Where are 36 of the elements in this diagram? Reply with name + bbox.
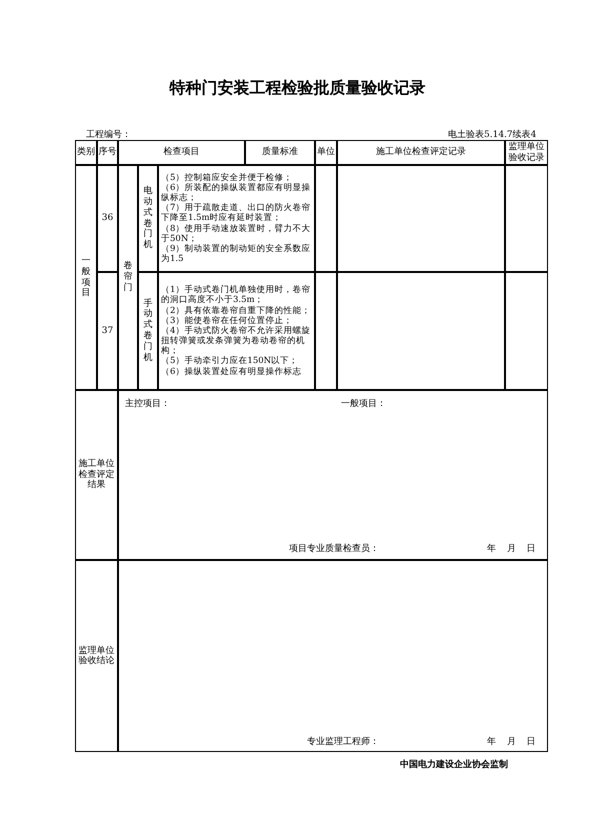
standard-text: （5）手动牵引力应在150N以下； — [161, 356, 300, 366]
column-header: 序号 — [98, 147, 116, 158]
field-label: 一般项目： — [341, 399, 386, 410]
column-header: 单位 — [317, 147, 335, 158]
standard-text: （3）能使卷帘在任何位置停止； — [161, 316, 294, 326]
section-label: 监理单位验收结论 — [78, 646, 116, 666]
publisher-note: 中国电力建设企业协会监制 — [400, 758, 508, 771]
column-header: 检查项目 — [164, 147, 200, 158]
column-header: 质量标准 — [262, 147, 298, 158]
signature-label: 项目专业质量检查员： — [289, 544, 379, 554]
signature-label: 专业监理工程师： — [307, 737, 379, 748]
column-header: 类别 — [77, 147, 95, 158]
standard-text: （9）制动装置的制动矩的安全系数应为1.5 — [161, 244, 312, 264]
date-field: 年 月 日 — [487, 737, 536, 748]
standard-text: （8）使用手动速放装置时，臂力不大于50N； — [161, 224, 312, 244]
standard-text: （6）所装配的操纵装置都应有明显操纵标志； — [161, 182, 312, 204]
standard-text: （7）用于疏散走道、出口的防火卷帘下降至1.5m时应有延时装置； — [161, 203, 312, 224]
form-title: 特种门安装工程检验批质量验收记录 — [168, 78, 426, 99]
item-label: 手动式卷门机 — [143, 298, 153, 364]
standard-text: （5）控制箱应安全并便于检修； — [161, 172, 294, 183]
item-label: 卷帘门 — [123, 261, 133, 294]
standard-text: （4）手动式防火卷帘不允许采用螺旋扭转弹簧或发条弹簧为卷动卷帘的机构； — [161, 326, 312, 356]
standard-text: （2）具有依靠卷帘自重下降的性能； — [161, 306, 312, 316]
form-code: 电土验表5.14.7续表4 — [448, 128, 536, 141]
section-label: 施工单位检查评定结果 — [78, 459, 116, 491]
form-field-label: 工程编号： — [86, 128, 131, 141]
field-label: 主控项目： — [125, 399, 170, 410]
column-header: 施工单位检查评定记录 — [376, 147, 466, 158]
standard-text: （6）操纵装置处应有明显操作标志 — [161, 366, 302, 377]
item-label: 电动式卷门机 — [143, 186, 153, 251]
category-label: 一般项目 — [81, 256, 91, 300]
standard-text: （1）手动式卷门机单独使用时，卷帘的洞口高度不小于3.5m； — [161, 285, 312, 306]
column-header: 监理单位验收记录 — [508, 142, 546, 163]
date-field: 年 月 日 — [487, 544, 536, 554]
row-number: 37 — [102, 326, 114, 336]
row-number: 36 — [102, 213, 114, 224]
